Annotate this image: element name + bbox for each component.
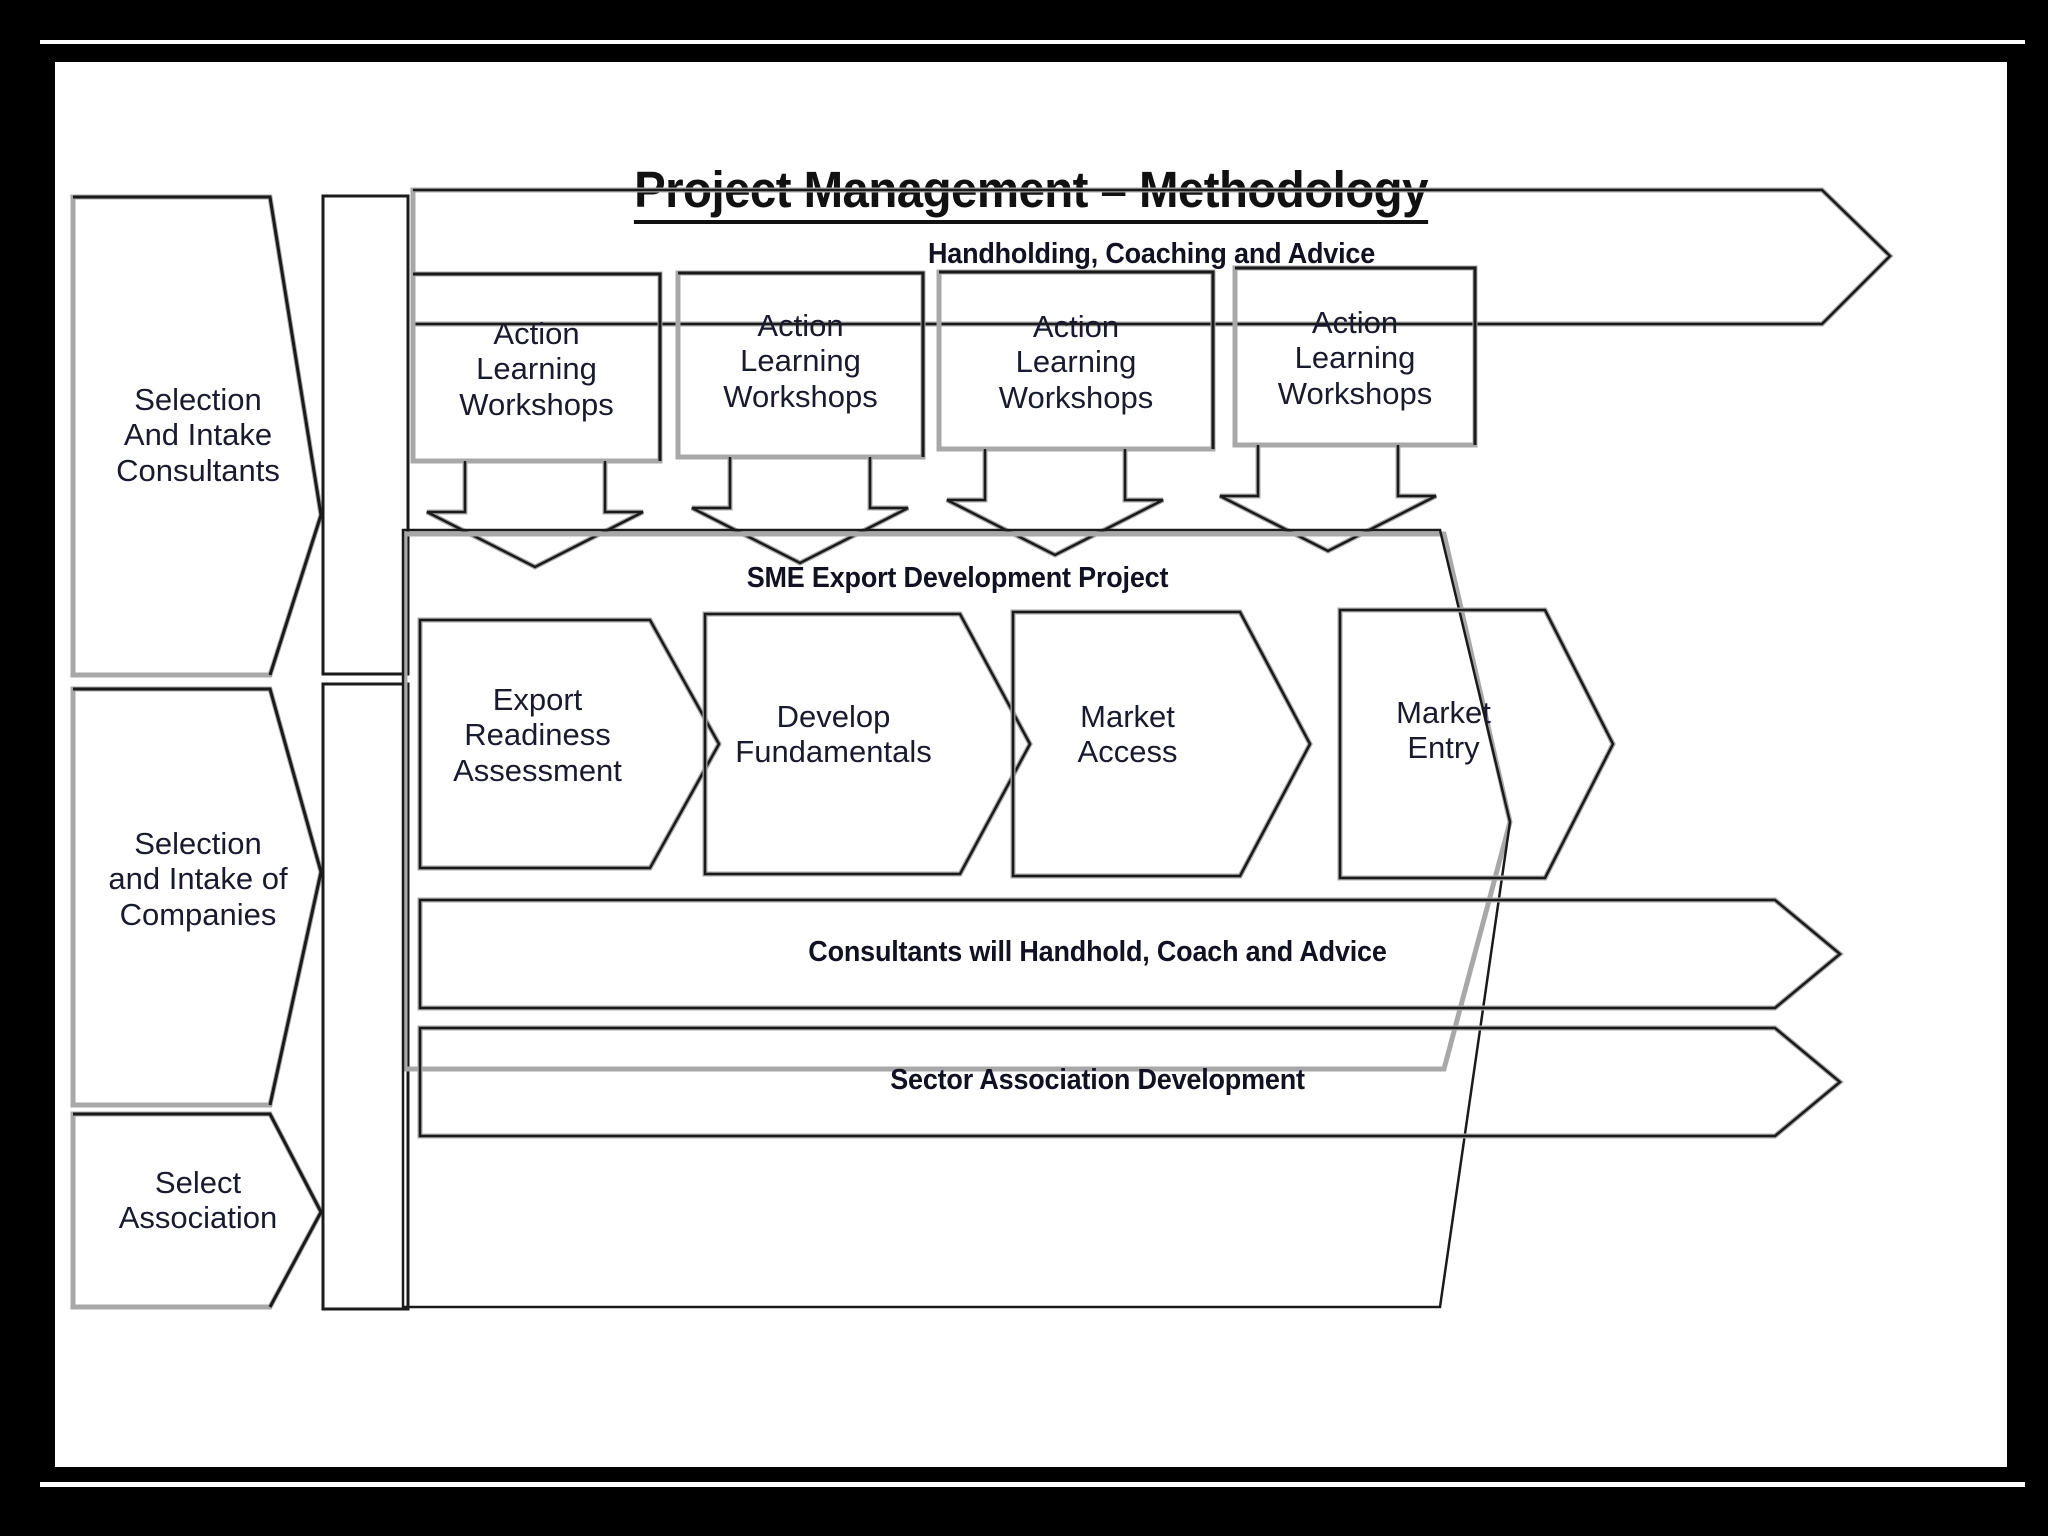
shape-sme-export-development-container <box>401 528 1513 1309</box>
shape-vertical-connector-top <box>321 194 410 676</box>
shape-vertical-connector-bottom <box>321 682 410 1311</box>
workshop-label-2: Action Learning Workshops <box>998 309 1154 415</box>
shape-stage-market-access <box>1010 609 1313 879</box>
shape-workshop-box-1 <box>410 271 663 570</box>
top-divider-rule <box>40 40 2025 44</box>
shape-selection-and-intake-consultants <box>70 194 324 678</box>
workshop-box-3[interactable]: Action Learning Workshops <box>939 272 1213 449</box>
stage-develop-fundamentals[interactable]: Develop Fundamentals <box>705 614 1030 874</box>
shape-banner-consultants-handhold <box>417 897 1844 1011</box>
shape-select-association <box>70 1111 324 1310</box>
stage-market-entry[interactable]: Market Entry <box>1340 610 1613 878</box>
workshop-box-1[interactable]: Action Learning Workshops <box>413 274 660 461</box>
shape-selection-and-intake-of-companies <box>70 686 324 1108</box>
bottom-divider-rule <box>40 1482 2025 1487</box>
left-item-selection-and-intake-of-companies[interactable]: Selection and Intake of Companies <box>73 689 323 1105</box>
shape-stage-market-entry <box>1337 607 1616 881</box>
stage-export-readiness-assessment[interactable]: Export Readiness Assessment <box>420 620 719 868</box>
workshop-box-2[interactable]: Action Learning Workshops <box>678 273 923 457</box>
workshop-label-1: Action Learning Workshops <box>723 308 878 414</box>
banner-label-1: Sector Association Development <box>890 1064 1305 1096</box>
shape-stage-export-readiness-assessment <box>417 617 722 871</box>
slide-canvas: Project Management – Methodology .dk { f… <box>55 62 2007 1467</box>
banner-consultants-handhold[interactable]: Consultants will Handhold, Coach and Adv… <box>420 900 1840 1008</box>
left-item-label-0: Selection And Intake Consultants <box>116 382 280 488</box>
banner-sector-association-development[interactable]: Sector Association Development <box>420 1028 1840 1136</box>
shape-workshop-box-3 <box>936 269 1216 558</box>
shape-workshop-box-2 <box>675 270 926 566</box>
stage-market-access[interactable]: Market Access <box>1013 612 1310 876</box>
left-item-label-2: Select Association <box>118 1165 278 1236</box>
shape-banner-sector-association-development <box>417 1025 1844 1139</box>
workshop-label-3: Action Learning Workshops <box>1277 305 1433 411</box>
stage-label-3: Market Entry <box>1396 695 1491 766</box>
banner-label-0: Consultants will Handhold, Coach and Adv… <box>808 936 1387 968</box>
sme-container-label: SME Export Development Project <box>746 562 1169 594</box>
workshop-label-0: Action Learning Workshops <box>459 316 614 422</box>
shape-stage-develop-fundamentals <box>702 611 1033 877</box>
shape-workshop-box-4 <box>1218 265 1478 554</box>
top-banner-label: Handholding, Coaching and Advice <box>927 238 1376 270</box>
sme-container-header: SME Export Development Project <box>405 530 1510 600</box>
stage-label-1: Develop Fundamentals <box>735 699 932 770</box>
stage-label-2: Market Access <box>1077 699 1178 770</box>
diagram-vector-layer: .dk { fill:none; stroke:#1a1a1a; stroke-… <box>70 187 1894 1311</box>
left-item-label-1: Selection and Intake of Companies <box>108 826 288 932</box>
workshop-box-4[interactable]: Action Learning Workshops <box>1235 268 1475 445</box>
left-item-selection-and-intake-consultants[interactable]: Selection And Intake Consultants <box>73 197 323 675</box>
left-item-select-association[interactable]: Select Association <box>73 1114 323 1307</box>
stage-label-0: Export Readiness Assessment <box>453 682 622 788</box>
